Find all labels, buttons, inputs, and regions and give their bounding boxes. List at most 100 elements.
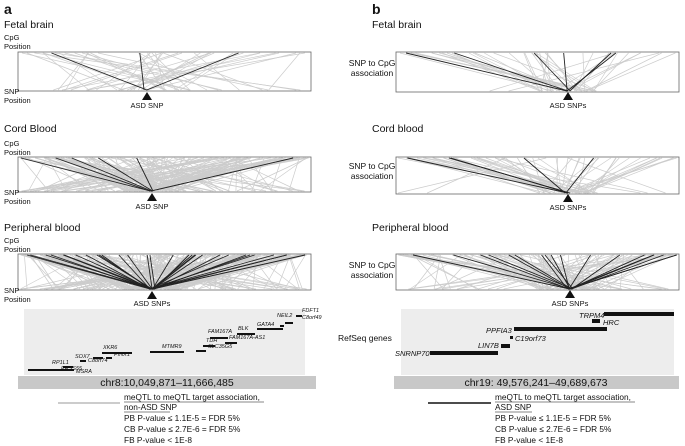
gene-bar-pinx1	[102, 352, 132, 354]
association-link	[480, 254, 552, 290]
panel-a-cord-blood-title: Cord Blood	[4, 123, 57, 135]
association-link	[24, 254, 28, 290]
association-link	[259, 157, 307, 192]
association-link	[453, 157, 598, 194]
gene-bar-snrnp70	[430, 351, 498, 355]
association-link	[133, 52, 164, 91]
association-link	[153, 254, 221, 290]
panel-a-peripheral-blood-title: Peripheral blood	[4, 222, 81, 234]
panel-b-cord-blood-title: Cord blood	[372, 123, 424, 135]
association-link	[138, 52, 162, 91]
association-link	[119, 52, 151, 91]
panel-a-coordinate: chr8:10,049,871–11,666,485	[100, 377, 234, 389]
association-link	[98, 157, 153, 192]
panel-b-cord-blood-box	[395, 156, 680, 195]
association-link	[28, 157, 101, 192]
association-link	[569, 52, 612, 92]
association-link	[540, 52, 549, 92]
association-link	[47, 157, 303, 192]
association-link	[560, 254, 570, 290]
association-link	[454, 52, 569, 92]
gene-bar-trpm4	[604, 312, 674, 316]
association-link	[480, 254, 570, 290]
association-link	[62, 52, 261, 91]
gene-bar-fam167a-as1	[225, 342, 237, 344]
snp-marker-triangle	[142, 92, 152, 100]
association-link	[566, 52, 617, 92]
panel-b-coordinate: chr19: 49,576,241–49,689,673	[464, 377, 607, 389]
association-link	[474, 52, 569, 92]
association-link	[409, 254, 462, 290]
gene-bar-c8orf74	[80, 360, 86, 362]
gene-label: FAM167A-AS1	[229, 335, 265, 341]
association-link	[407, 157, 568, 194]
association-link	[50, 254, 150, 290]
legend-pb: PB P-value ≤ 1.1E-5 = FDR 5%	[124, 413, 241, 423]
association-link	[21, 157, 225, 192]
association-link	[95, 254, 129, 290]
association-link	[570, 254, 603, 290]
association-link	[85, 254, 150, 290]
gene-label: HRC	[603, 318, 620, 327]
association-link	[441, 254, 474, 290]
gene-bar-gata4	[257, 328, 283, 330]
association-link	[405, 52, 568, 92]
association-link	[127, 254, 153, 290]
association-link	[167, 254, 307, 290]
gene-label: MTMR9	[162, 344, 182, 350]
association-link	[64, 52, 179, 91]
association-link	[533, 52, 571, 92]
association-link	[149, 254, 156, 290]
association-link	[541, 254, 568, 290]
association-link	[452, 254, 541, 290]
cpg-label: CpG	[4, 33, 20, 42]
association-link	[571, 254, 621, 290]
association-link	[90, 52, 167, 91]
association-link	[238, 157, 244, 192]
gene-label: RP1L1	[52, 360, 69, 366]
association-link	[30, 254, 153, 290]
gene-label: BLK	[238, 326, 249, 332]
association-link	[59, 52, 118, 91]
association-link	[134, 157, 286, 192]
association-link	[592, 52, 629, 92]
association-link	[477, 157, 580, 194]
association-link	[407, 157, 546, 194]
association-link	[436, 254, 513, 290]
gene-label: C19orf73	[515, 334, 547, 343]
association-link	[450, 157, 569, 194]
position-label: Position	[4, 295, 31, 304]
panel-b-fetal-brain-title: Fetal brain	[372, 19, 422, 31]
association-link	[235, 157, 238, 192]
association-link	[550, 254, 571, 290]
gene-bar-hrc	[592, 319, 600, 323]
association-link	[53, 157, 248, 192]
association-link	[139, 157, 241, 192]
panel-b-peripheral-blood-box	[395, 253, 680, 291]
gene-label: TDH	[206, 338, 217, 344]
association-link	[498, 254, 544, 290]
gene-bar-msra	[28, 369, 74, 371]
association-link	[65, 52, 89, 91]
association-link	[106, 254, 191, 290]
association-link	[76, 157, 205, 192]
association-link	[119, 52, 261, 91]
association-link	[28, 157, 48, 192]
association-link	[152, 254, 306, 290]
gene-label: PINX1	[114, 352, 130, 358]
gene-bar-fam167a	[210, 337, 228, 339]
panel-a-gene-bars	[28, 315, 302, 371]
association-link	[288, 254, 300, 290]
association-link	[228, 157, 238, 192]
association-link	[152, 254, 203, 290]
association-link	[556, 157, 558, 194]
association-link	[424, 157, 641, 194]
snp-cpg-association-label: SNP to CpG	[349, 161, 396, 171]
association-link	[53, 52, 162, 91]
legend-line2: non-ASD SNP	[124, 402, 177, 412]
association-link	[177, 254, 289, 290]
association-link	[110, 157, 305, 192]
snp-label: SNP	[4, 286, 19, 295]
legend-cb: CB P-value ≤ 2.7E-6 = FDR 5%	[124, 424, 241, 434]
panel-a-peripheral-blood-box	[17, 253, 312, 291]
